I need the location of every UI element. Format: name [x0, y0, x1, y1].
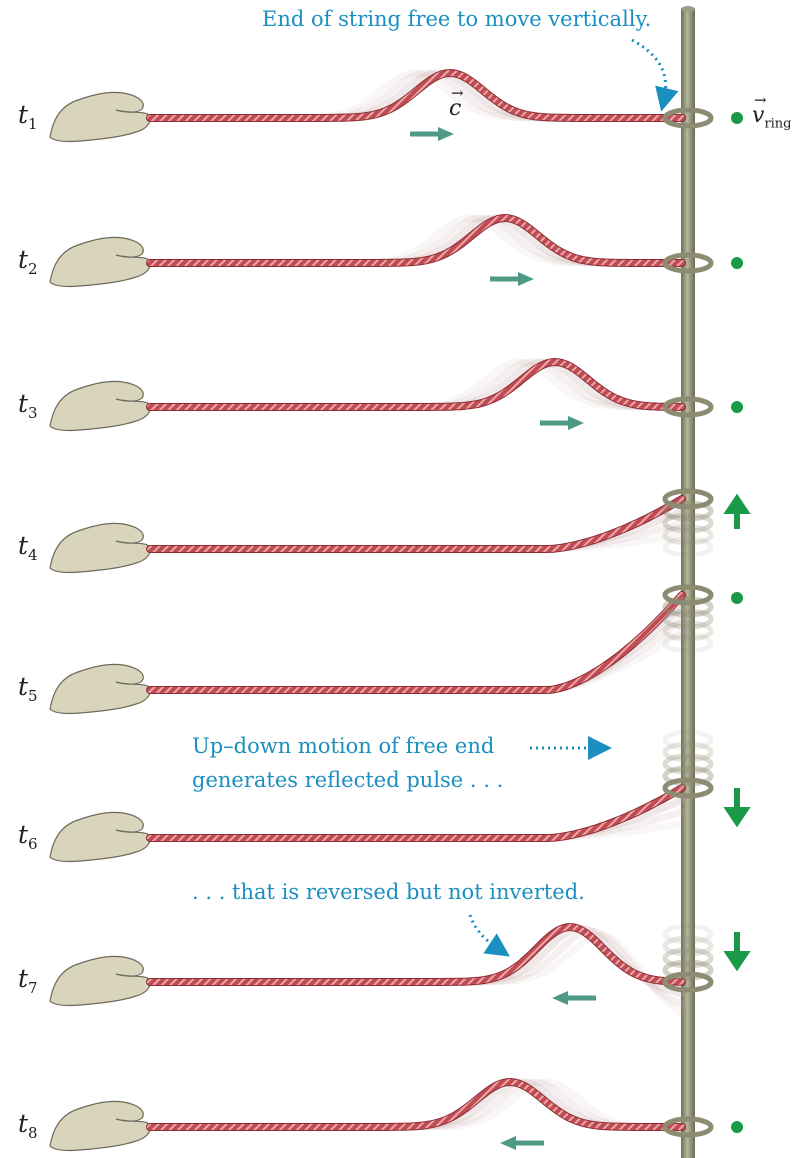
ring-velocity-label: → vring	[752, 103, 792, 131]
frame-5	[50, 592, 743, 714]
time-symbol: t	[18, 820, 28, 849]
hand-icon	[50, 812, 150, 861]
time-symbol: t	[18, 245, 28, 274]
time-subscript: 3	[28, 404, 38, 422]
time-label: t7	[18, 964, 38, 997]
time-subscript: 5	[28, 687, 38, 705]
hand-icon	[50, 956, 150, 1005]
time-label: t8	[18, 1109, 38, 1142]
time-label: t3	[18, 389, 38, 422]
time-symbol: t	[18, 1109, 28, 1138]
time-symbol: t	[18, 100, 28, 129]
ring-at-rest-dot-icon	[731, 257, 743, 269]
wave-direction-left-arrowhead	[552, 991, 568, 1005]
ring-velocity-down-arrow-icon	[729, 788, 745, 822]
time-label: t2	[18, 245, 38, 278]
frame-8	[50, 1082, 743, 1151]
frame-2	[50, 218, 743, 287]
time-symbol: t	[18, 389, 28, 418]
bottom-annotation-pointer	[470, 915, 500, 950]
ring-velocity-down-arrow-icon	[729, 932, 745, 966]
rope-motion-trace	[150, 1082, 682, 1127]
wave-speed-vector-arrow: →	[451, 84, 464, 102]
pole-top	[681, 6, 695, 12]
hand-icon	[50, 92, 150, 141]
hand-icon	[50, 381, 150, 430]
wave-direction-right-arrowhead	[568, 416, 584, 430]
hand-icon	[50, 237, 150, 286]
time-label: t4	[18, 531, 38, 564]
time-subscript: 8	[28, 1124, 38, 1142]
wave-direction-right-arrowhead	[438, 127, 454, 141]
ring-velocity-up-arrow-icon	[729, 499, 745, 529]
time-subscript: 6	[28, 835, 38, 853]
ring-at-rest-dot-icon	[731, 1121, 743, 1133]
top-annotation-pointer	[632, 40, 666, 100]
rope-motion-trace	[150, 218, 682, 263]
frame-1	[50, 73, 743, 142]
middle-annotation-line2: generates reflected pulse . . .	[192, 767, 503, 794]
time-subscript: 4	[28, 546, 38, 564]
ring-velocity-subscript: ring	[764, 116, 791, 131]
hand-icon	[50, 664, 150, 713]
time-symbol: t	[18, 672, 28, 701]
frame-6	[50, 788, 745, 862]
time-symbol: t	[18, 964, 28, 993]
ring-at-rest-dot-icon	[731, 112, 743, 124]
hand-icon	[50, 1101, 150, 1150]
wave-speed-label: → c	[449, 96, 461, 121]
wave-direction-right-arrowhead	[518, 272, 534, 286]
time-subscript: 2	[28, 260, 38, 278]
wave-direction-left-arrowhead	[500, 1136, 516, 1150]
frame-7	[50, 927, 745, 1014]
frame-4	[50, 499, 745, 573]
time-label: t5	[18, 672, 38, 705]
rope-motion-trace	[150, 631, 682, 690]
ring-velocity-vector-arrow: →	[754, 91, 767, 109]
frame-3	[50, 362, 743, 431]
hand-icon	[50, 523, 150, 572]
time-label: t6	[18, 820, 38, 853]
ring-at-rest-dot-icon	[731, 401, 743, 413]
time-subscript: 1	[28, 115, 38, 133]
time-subscript: 7	[28, 979, 38, 997]
time-label: t1	[18, 100, 38, 133]
ring-at-rest-dot-icon	[731, 592, 743, 604]
rope-motion-trace	[150, 362, 682, 407]
top-annotation: End of string free to move vertically.	[262, 6, 651, 33]
time-symbol: t	[18, 531, 28, 560]
bottom-annotation: . . . that is reversed but not inverted.	[192, 879, 585, 906]
middle-annotation-line1: Up–down motion of free end	[192, 733, 494, 760]
